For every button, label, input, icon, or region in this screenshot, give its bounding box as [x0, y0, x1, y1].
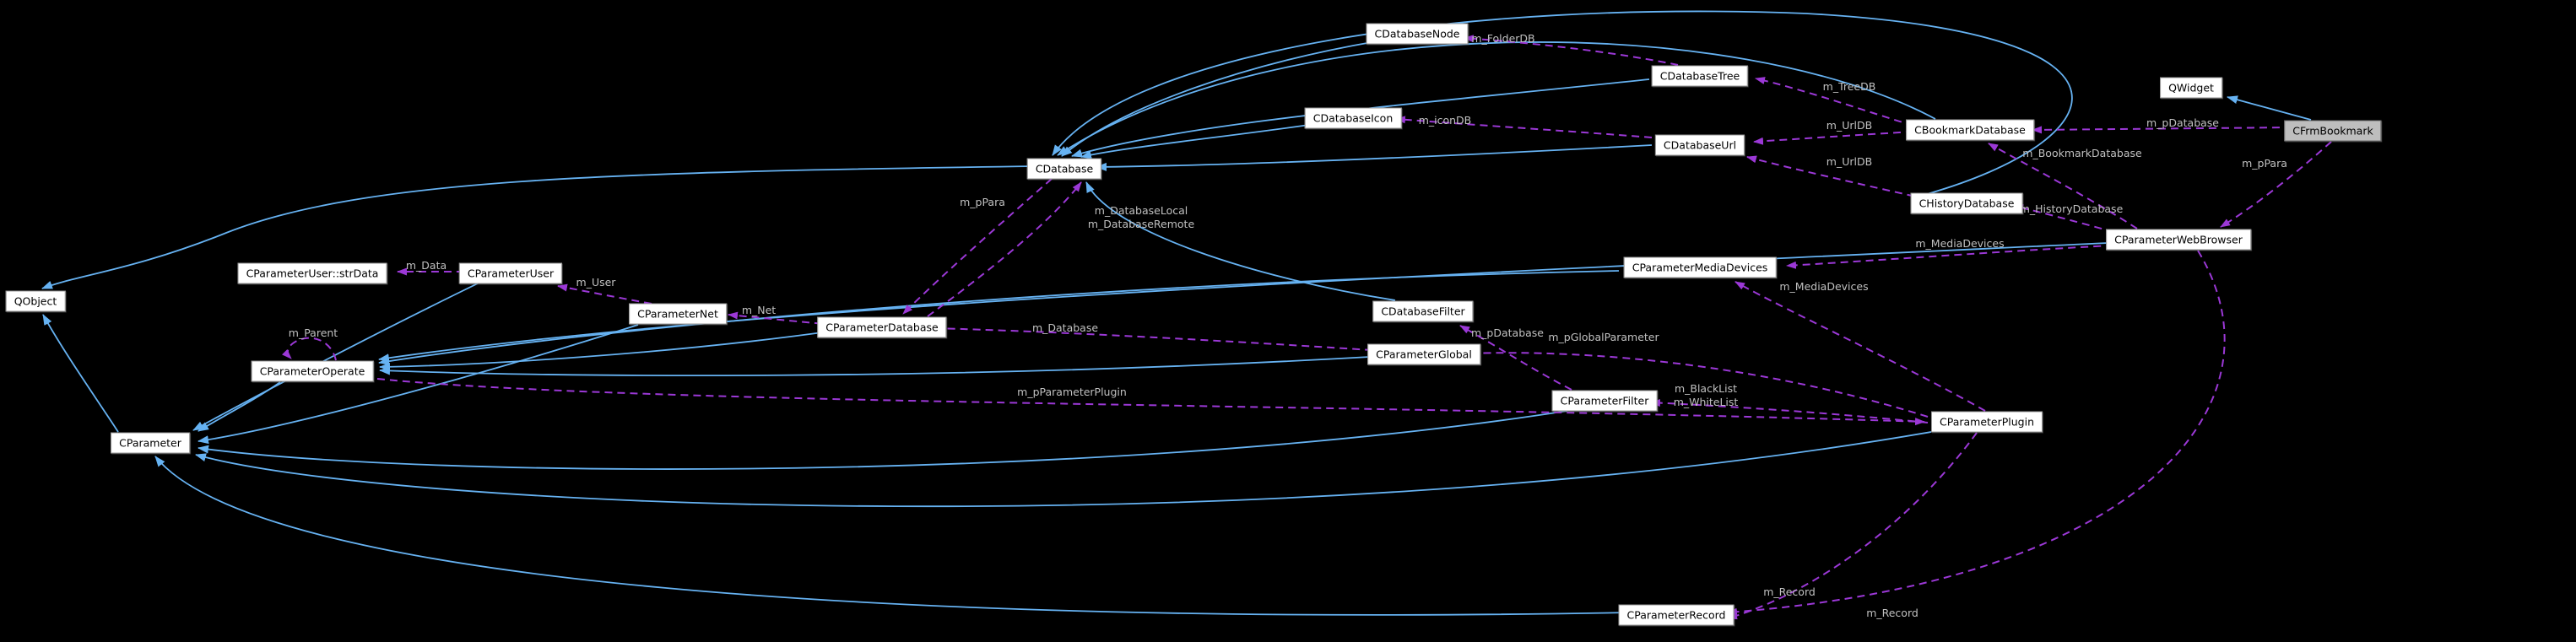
node-cparameteruser[interactable]: CParameterUser [458, 262, 563, 284]
edge-m-mediadevices-webbrowser [1786, 244, 2127, 269]
edge-label-m-pglobalparameter: m_pGlobalParameter [1548, 331, 1659, 343]
node-cdatabasefilter[interactable]: CDatabaseFilter [1372, 300, 1474, 322]
edge-cdatabasefilter-to-cdatabase [1085, 181, 1396, 301]
node-cparameterplugin[interactable]: CParameterPlugin [1930, 411, 2043, 433]
edge-m-record-plugin [1727, 432, 1978, 620]
edge-label-m-record-webbrowser: m_Record [1866, 607, 1918, 619]
edge-label-m-folderdb: m_FolderDB [1471, 32, 1534, 45]
edge-m-mediadevices-plugin [1734, 281, 1986, 412]
edge-m-ppara-frmbookmark [2220, 141, 2332, 228]
edge-cdatabaseurl-to-cdatabase [1096, 144, 1653, 171]
edge-cdatabaseicon-to-cdatabase [1080, 123, 1316, 159]
edge-label-m-mediadevices-webbrowser: m_MediaDevices [1915, 237, 2004, 250]
edge-m-ppara-cdatabase [902, 178, 1053, 315]
edge-cparameteroperate-to-cparameter [198, 381, 281, 432]
edge-cparameterfilter-to-cparameter [198, 410, 1568, 470]
edge-chistorydatabase-to-cdatabase [1052, 10, 2073, 195]
edge-label-m-icondb: m_iconDB [1419, 114, 1472, 127]
edge-cparameterwebbrowser-to-cparameteroperate [378, 241, 2127, 363]
node-cparameterglobal[interactable]: CParameterGlobal [1367, 343, 1480, 365]
edge-label-m-data: m_Data [406, 259, 446, 272]
node-cparameterfilter[interactable]: CParameterFilter [1551, 390, 1658, 412]
node-cbookmarkdatabase[interactable]: CBookmarkDatabase [1906, 119, 2034, 141]
edge-label-m-parent: m_Parent [289, 326, 338, 339]
node-cdatabase[interactable]: CDatabase [1026, 158, 1102, 180]
edge-m-pparameterplugin [376, 378, 1925, 426]
edge-m-blacklist-whitelist [1650, 399, 1929, 424]
edge-cparameterdatabase-to-cparameteroperate [379, 330, 836, 371]
node-cdatabaseurl[interactable]: CDatabaseUrl [1654, 134, 1745, 156]
edge-label-m-pdatabase-filter: m_pDatabase [1471, 326, 1544, 339]
edge-cbookmarkdatabase-to-cdatabase [1057, 41, 1936, 156]
edge-label-m-blacklist: m_BlackList [1675, 382, 1737, 395]
node-qobject[interactable]: QObject [5, 290, 66, 312]
edge-label-m-databaselocal: m_DatabaseLocal [1095, 204, 1188, 217]
edge-label-m-record-plugin: m_Record [1763, 585, 1816, 598]
edge-m-icondb [1395, 116, 1653, 138]
edge-cparameternet-to-cparameter [198, 324, 639, 445]
edge-m-parent-selfloop [282, 337, 337, 361]
edge-cparameterrecord-to-cparameter [154, 456, 1632, 616]
edge-label-m-net: m_Net [742, 304, 776, 316]
edge-label-m-urldb-history: m_UrlDB [1826, 155, 1872, 168]
edge-label-m-bookmarkdatabase: m_BookmarkDatabase [2022, 147, 2142, 159]
inheritance-edges [41, 10, 2312, 616]
edge-label-m-pparameterplugin: m_pParameterPlugin [1017, 386, 1127, 398]
edge-label-m-user: m_User [576, 276, 617, 289]
edge-m-database [933, 324, 1386, 352]
edge-m-urldb-bookmark [1753, 131, 1914, 145]
edge-m-databaselocal-remote [927, 181, 1082, 317]
node-chistorydatabase[interactable]: CHistoryDatabase [1910, 192, 2023, 214]
edge-m-bookmarkdatabase [1988, 143, 2138, 229]
edge-label-m-databaseremote: m_DatabaseRemote [1088, 218, 1195, 230]
edge-m-user [557, 283, 652, 305]
edge-label-m-mediadevices-plugin: m_MediaDevices [1779, 280, 1868, 293]
node-cdatabasenode[interactable]: CDatabaseNode [1366, 23, 1469, 45]
edge-cfrmbookmark-to-qwidget [2227, 95, 2312, 121]
edge-cparameteruser-to-cparameter [192, 283, 479, 431]
edge-label-m-ppara-cdatabase: m_pPara [960, 196, 1005, 208]
node-qwidget[interactable]: QWidget [2160, 77, 2222, 99]
node-cparameterwebbrowser[interactable]: CParameterWebBrowser [2106, 229, 2251, 251]
node-cdatabasetree[interactable]: CDatabaseTree [1651, 65, 1749, 87]
edge-label-m-pdatabase-frmbookmark: m_pDatabase [2146, 116, 2219, 129]
edge-m-folderdb [1464, 35, 1679, 66]
edge-label-m-ppara-frmbookmark: m_pPara [2242, 157, 2287, 170]
edge-m-urldb-history [1746, 155, 1928, 200]
edge-label-m-urldb-bookmark: m_UrlDB [1826, 119, 1872, 132]
node-cparameterdatabase[interactable]: CParameterDatabase [817, 316, 947, 338]
edge-label-m-historydatabase: m_HistoryDatabase [2020, 202, 2124, 215]
edge-label-m-whitelist: m_WhiteList [1674, 396, 1739, 408]
node-cdatabaseicon[interactable]: CDatabaseIcon [1304, 107, 1402, 129]
node-cfrmbookmark: CFrmBookmark [2284, 120, 2382, 142]
node-cparameternet[interactable]: CParameterNet [629, 303, 727, 325]
edge-m-pdatabase-frmbookmark [2032, 126, 2293, 134]
edge-label-m-database: m_Database [1032, 321, 1098, 334]
edge-m-treedb [1755, 77, 1914, 127]
node-cparameteruser-strdata[interactable]: CParameterUser::strData [237, 262, 387, 284]
edge-cparameter-to-qobject [42, 314, 119, 433]
node-cparameteroperate[interactable]: CParameterOperate [251, 360, 374, 382]
node-cparameter[interactable]: CParameter [111, 432, 190, 454]
node-cparametermediadevices[interactable]: CParameterMediaDevices [1623, 256, 1777, 278]
node-cparameterrecord[interactable]: CParameterRecord [1618, 604, 1734, 626]
edge-cdatabasenode-to-cdatabase [1061, 40, 1377, 157]
edge-m-pglobalparameter [1467, 349, 1929, 418]
edge-cparameterglobal-to-cparameteroperate [379, 355, 1386, 377]
edge-cparameterplugin-to-cparameter [195, 431, 1932, 508]
edge-label-m-treedb: m_TreeDB [1823, 80, 1876, 93]
